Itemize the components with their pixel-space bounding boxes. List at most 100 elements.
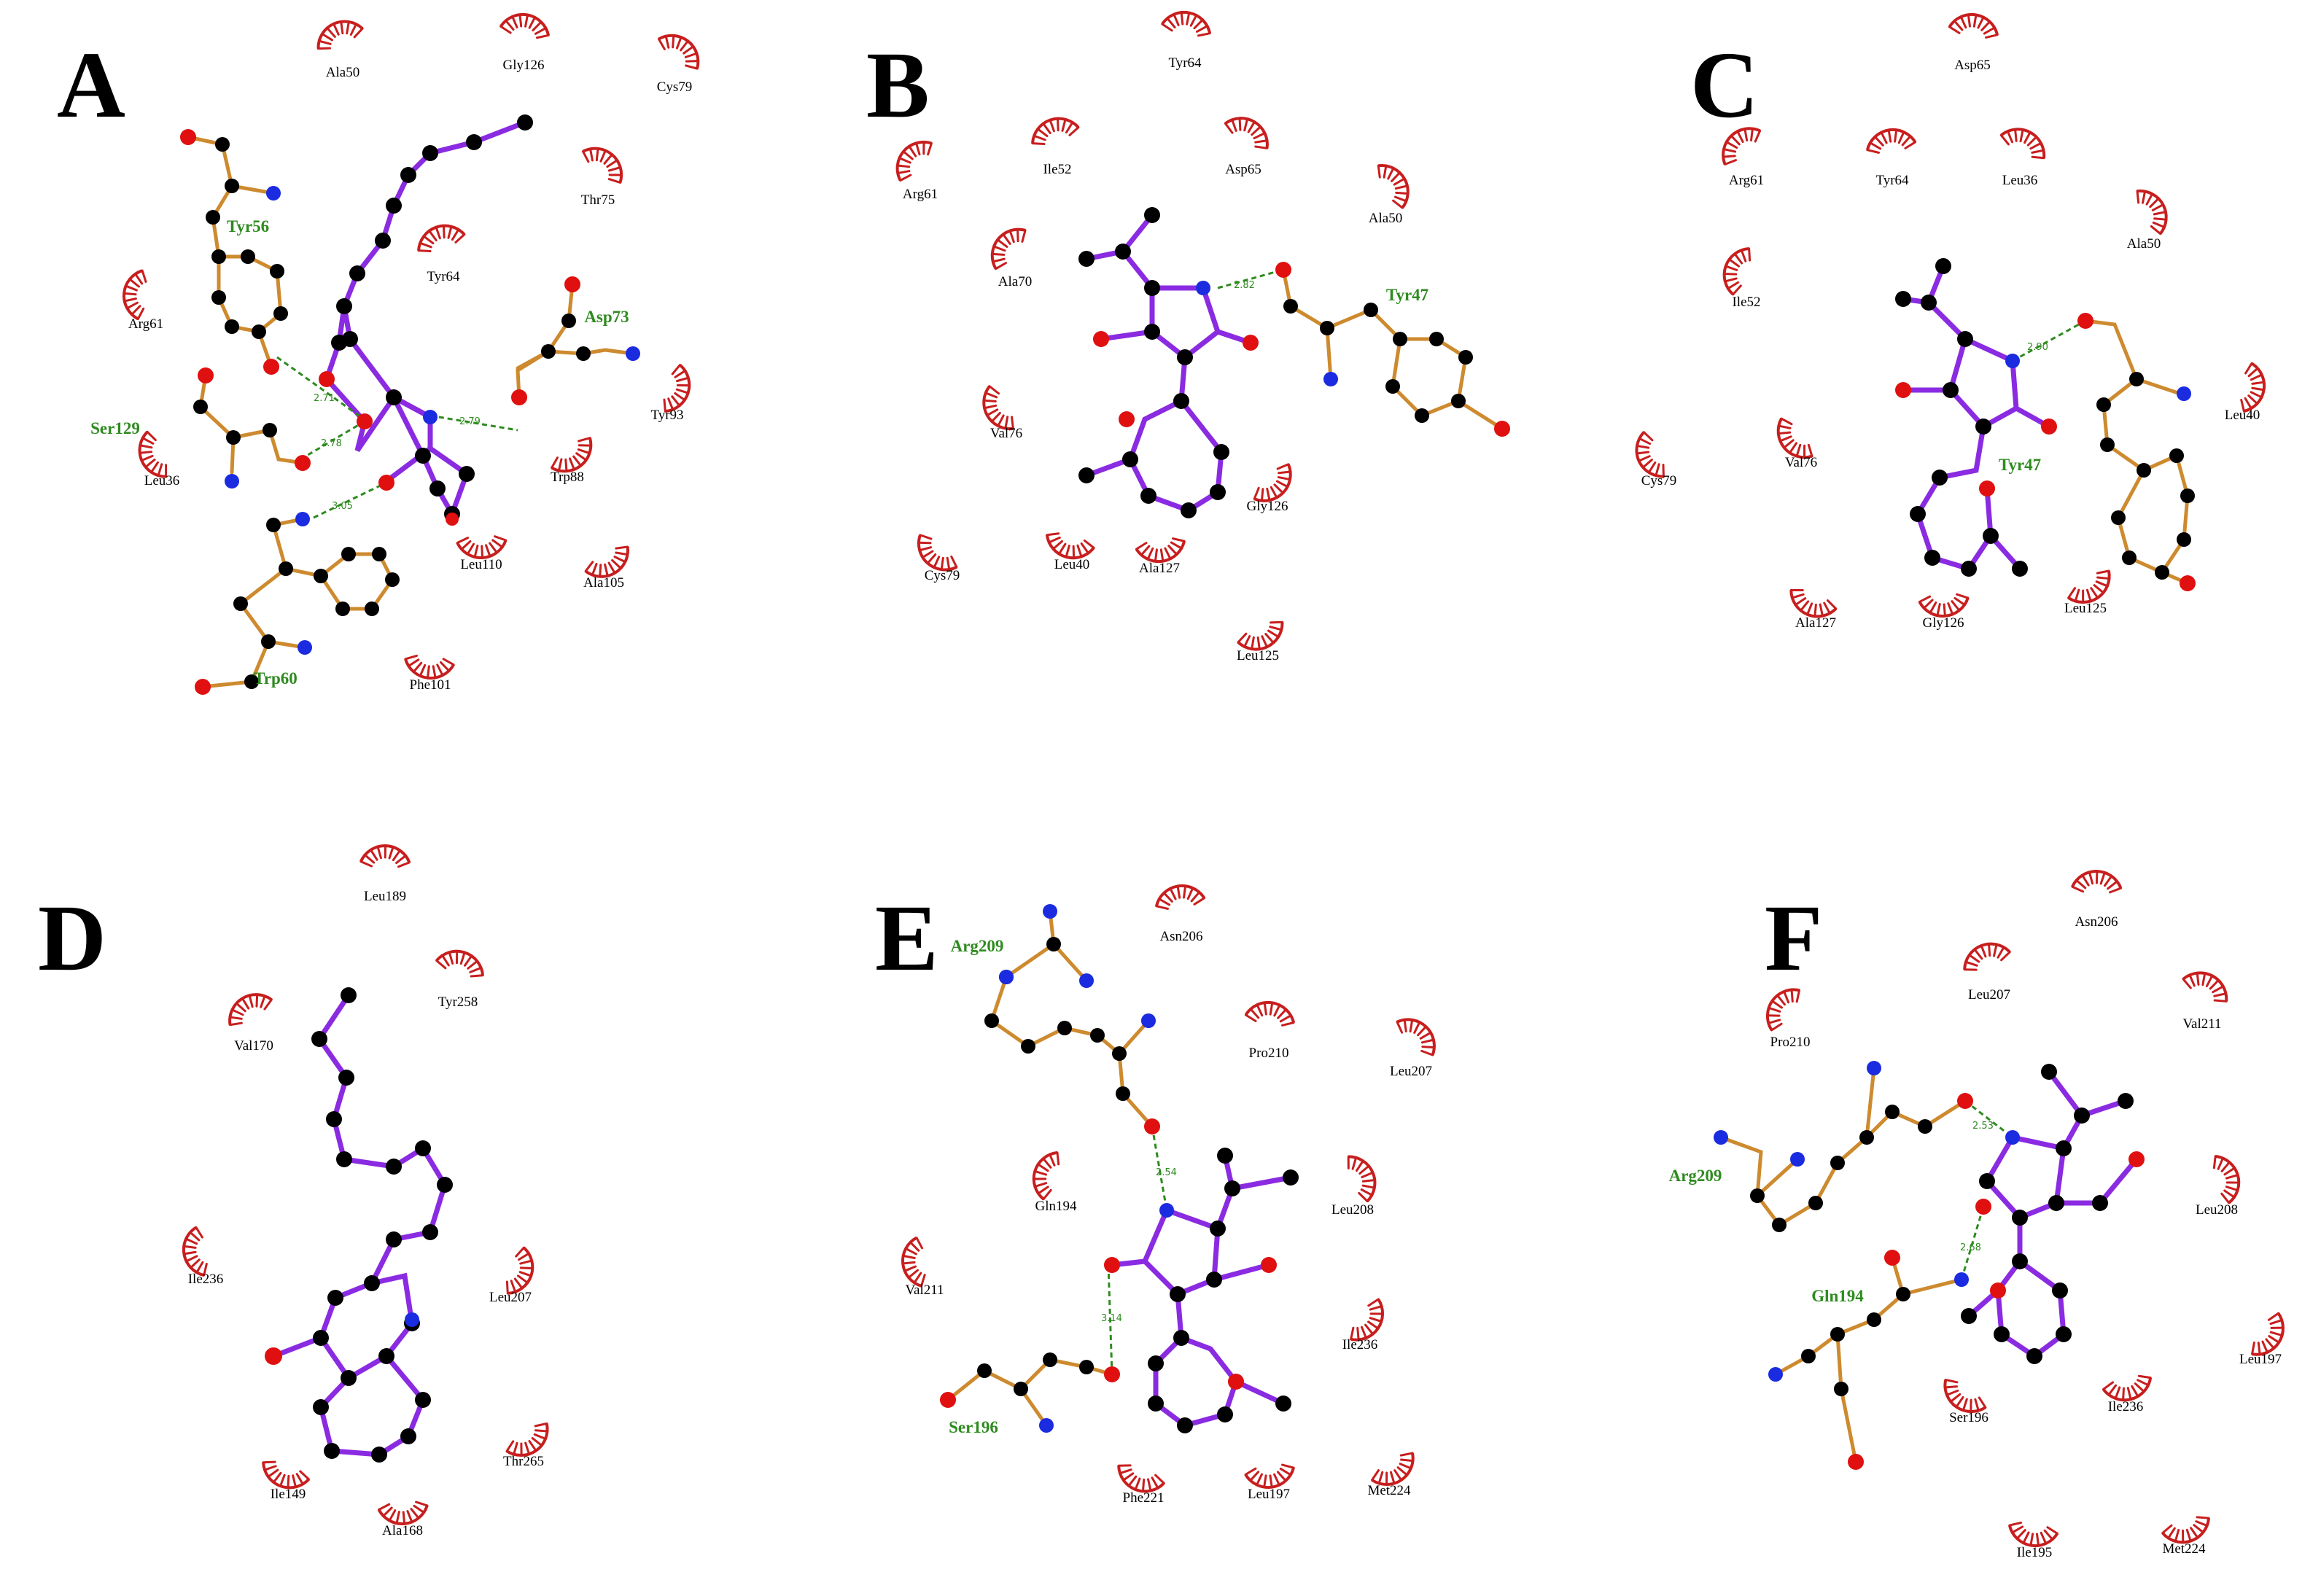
contact-spoke	[1159, 548, 1165, 563]
contact-spoke	[1778, 435, 1792, 443]
hbond-residue-label: Tyr47	[1999, 456, 2041, 474]
contact-spoke	[1008, 230, 1015, 244]
contact-spoke	[1977, 16, 1985, 29]
contact-spoke	[419, 663, 427, 677]
contact-spoke	[2269, 1331, 2284, 1337]
contact-spoke	[123, 292, 137, 296]
contact-spoke	[1046, 532, 1060, 537]
contact-spoke	[1869, 141, 1882, 150]
contact-spoke	[2250, 391, 2263, 399]
contact-spoke	[299, 1470, 310, 1481]
contact-spoke	[1358, 1191, 1369, 1203]
contact-spoke	[2006, 130, 2013, 144]
hbond-distance: 2.90	[2027, 342, 2048, 353]
contact-spoke	[531, 1437, 543, 1447]
contact-spoke	[318, 39, 332, 45]
contact-spoke	[466, 542, 475, 556]
contact-spoke	[248, 994, 254, 1008]
hydrophobic-contact: Leu36	[138, 430, 180, 488]
contact-spoke	[986, 408, 999, 417]
hydrophobic-contact: Thr265	[503, 1422, 549, 1469]
hydrophobic-residue-label: Thr75	[581, 192, 615, 208]
contact-spoke	[2134, 1382, 2145, 1393]
contact-spoke	[1918, 595, 1932, 603]
contact-spoke	[1800, 600, 1810, 612]
contact-spoke	[1155, 905, 1170, 910]
contact-spoke	[518, 1271, 532, 1277]
hydrophobic-contact: Leu207	[1390, 1018, 1436, 1079]
contact-spoke	[440, 661, 451, 672]
hydrophobic-residue-label: Thr265	[503, 1454, 544, 1469]
hbond-residue-labels: Tyr47	[1999, 456, 2041, 474]
contact-spoke	[1780, 417, 1793, 426]
contact-spoke	[1964, 960, 1978, 967]
contact-spoke	[1369, 1317, 1383, 1323]
contact-spoke	[1399, 1452, 1414, 1457]
contact-spoke	[992, 257, 1006, 263]
hydrophobic-residue-label: Cys79	[657, 79, 693, 95]
contact-spoke	[2031, 149, 2045, 154]
hydrophobic-contact: Asp65	[1948, 12, 1999, 73]
hydrophobic-residue-label: Leu36	[144, 473, 180, 488]
contact-spoke	[946, 556, 951, 571]
hydrophobic-contact: Leu197	[1244, 1463, 1295, 1502]
hydrophobic-contact: Ala50	[2127, 189, 2168, 252]
contact-spoke	[481, 545, 484, 559]
contact-spoke	[1186, 12, 1191, 26]
contact-spoke	[144, 458, 156, 469]
contact-spoke	[413, 1504, 425, 1514]
contact-spoke	[1278, 470, 1292, 475]
contact-spoke	[1166, 17, 1176, 28]
contact-spoke	[2035, 1533, 2040, 1547]
contact-spoke	[1768, 1006, 1781, 1013]
contact-spoke	[606, 159, 618, 168]
contact-spoke	[1409, 1019, 1414, 1033]
hbond-distance: 2.71	[314, 393, 335, 404]
contact-spoke	[604, 563, 609, 577]
hbond-residue-label: Trp60	[254, 669, 298, 688]
contact-spoke	[675, 36, 683, 50]
contact-spoke	[615, 551, 629, 556]
hydrophobic-residue-label: Gly126	[1923, 615, 1964, 631]
contact-spoke	[388, 1509, 397, 1522]
contact-spoke	[2075, 879, 2087, 890]
hydrophobic-contact: Leu110	[456, 535, 508, 572]
hydrophobic-residue-label: Tyr258	[438, 994, 478, 1010]
contact-spoke	[1170, 541, 1183, 550]
contact-spoke	[1984, 34, 1999, 39]
residue-sidechains	[946, 909, 1168, 1428]
contact-spoke	[2126, 1387, 2132, 1401]
contact-spoke	[1251, 636, 1255, 650]
contact-spoke	[1140, 545, 1151, 556]
contact-spoke	[904, 1247, 917, 1256]
contact-spoke	[295, 1473, 304, 1485]
contact-spoke	[1279, 1014, 1292, 1023]
contact-spoke	[1767, 1019, 1781, 1024]
hbond-distance: 2.53	[1972, 1121, 1994, 1132]
contact-spoke	[412, 661, 423, 673]
contact-spoke	[382, 1506, 393, 1517]
contact-spoke	[675, 376, 690, 383]
contact-spoke	[577, 448, 591, 455]
contact-spoke	[982, 399, 997, 402]
contact-spoke	[518, 13, 523, 28]
contact-spoke	[1134, 1477, 1141, 1491]
contact-spoke	[2085, 588, 2092, 602]
contact-spoke	[1361, 1171, 1375, 1179]
contact-spoke	[2244, 362, 2253, 375]
contact-spoke	[2174, 1529, 2180, 1543]
contact-spoke	[1275, 480, 1289, 488]
contact-spoke	[595, 147, 599, 162]
contact-spoke	[1016, 228, 1019, 243]
hydrophobic-contact: Arg61	[895, 140, 938, 202]
contact-spoke	[524, 14, 529, 28]
contact-spoke	[131, 305, 141, 316]
contact-spoke	[2269, 1319, 2283, 1326]
ligand	[1966, 1069, 2139, 1360]
contact-spoke	[235, 1002, 246, 1013]
contact-spoke	[182, 1245, 197, 1249]
contact-spoke	[1253, 486, 1260, 500]
panel-label: F	[1765, 886, 1822, 991]
contact-spoke	[185, 1255, 198, 1263]
hydrophobic-residue-label: Asp65	[1225, 162, 1261, 177]
